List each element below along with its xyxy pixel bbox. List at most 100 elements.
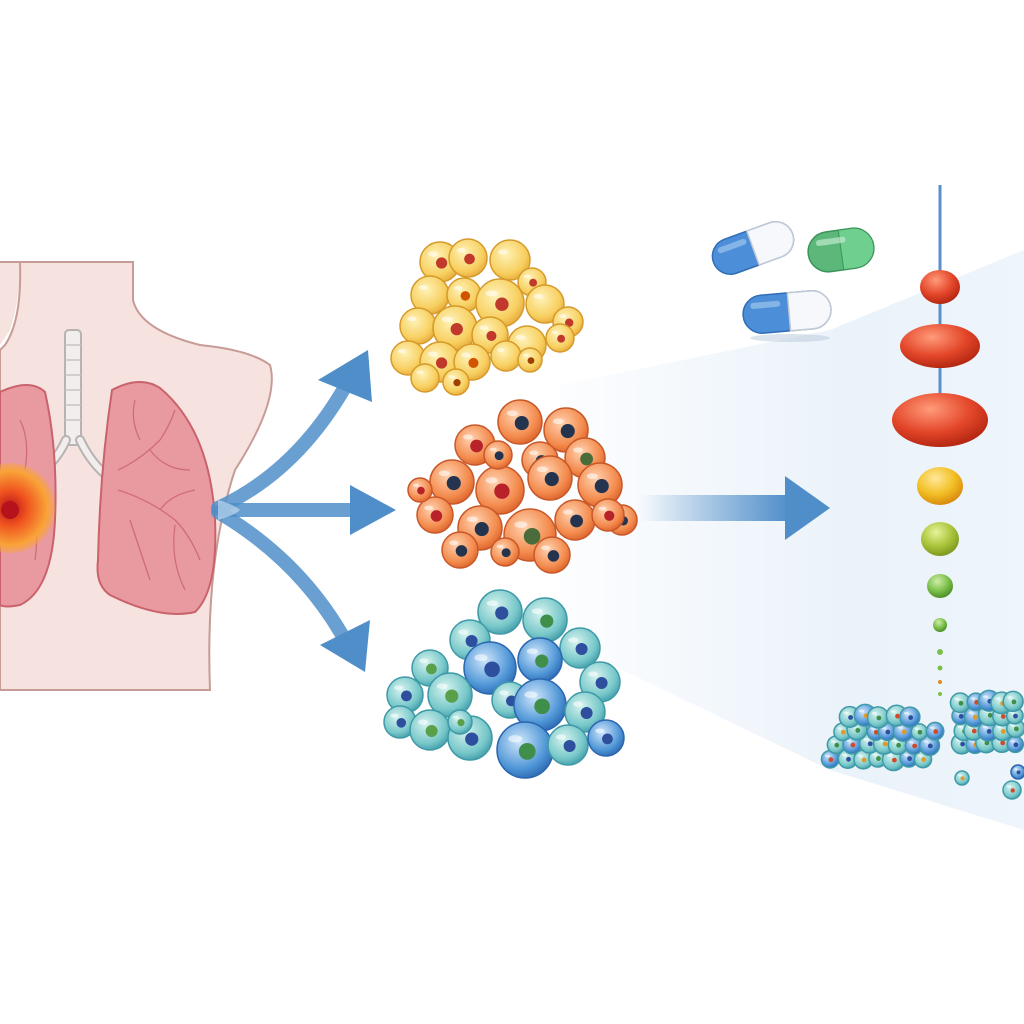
cell-nucleus (921, 757, 927, 762)
cell-highlight (529, 450, 539, 456)
cell-highlight (486, 600, 498, 607)
cell-highlight (903, 711, 909, 715)
cell-highlight (449, 540, 459, 546)
cell-highlight (843, 711, 849, 715)
cell-highlight (917, 754, 923, 757)
main-arrow (640, 476, 830, 540)
cell-highlight (863, 738, 869, 741)
cell-highlight (588, 671, 598, 677)
cell-highlight (598, 506, 607, 511)
cell-highlight (929, 726, 935, 729)
cell-nucleus (867, 741, 873, 747)
cell-highlight (397, 348, 407, 354)
cell-highlight (958, 725, 963, 729)
cell-highlight (552, 418, 564, 425)
cell-nucleus (828, 757, 834, 763)
cell-highlight (914, 727, 919, 730)
cell-nucleus (396, 718, 407, 728)
cell-highlight (508, 735, 523, 743)
cell-highlight (428, 251, 438, 257)
cell-highlight (559, 314, 567, 318)
cell-nucleus (464, 253, 475, 265)
cell-nucleus (514, 416, 529, 431)
cell-nucleus (901, 729, 907, 735)
cell-nucleus (544, 472, 559, 487)
cell-highlight (533, 293, 544, 299)
cell-highlight (586, 473, 598, 480)
small-cluster-right (949, 689, 1024, 755)
cell-highlight (506, 410, 518, 417)
cell-highlight (463, 434, 473, 440)
cell-nucleus (523, 527, 541, 545)
marker-green-small (933, 618, 947, 632)
cell-nucleus (986, 729, 992, 734)
cell-nucleus (850, 742, 856, 748)
cell-highlight (890, 710, 896, 713)
marker-dot (938, 680, 942, 684)
cell-nucleus (960, 741, 965, 747)
cell-highlight (438, 470, 450, 477)
marker-yellow (917, 467, 963, 505)
cell-nucleus (465, 732, 479, 746)
cell-nucleus (565, 318, 574, 327)
cell-highlight (982, 695, 988, 698)
cell-nucleus (604, 510, 615, 521)
cell-nucleus (535, 654, 549, 668)
cell-nucleus (455, 545, 468, 557)
cell-highlight (485, 290, 498, 297)
cell-nucleus (895, 713, 900, 719)
cell-highlight (871, 711, 877, 715)
cell-nucleus (960, 776, 965, 781)
cell-highlight (923, 740, 929, 743)
cell-nucleus (958, 700, 964, 706)
arrow-to-lower (211, 505, 352, 647)
cell-nucleus (560, 424, 575, 439)
arrow-head-lower (320, 620, 370, 672)
cell-nucleus (580, 707, 593, 719)
cell-nucleus (840, 729, 846, 735)
cell-nucleus (846, 756, 851, 762)
cell-highlight (474, 654, 488, 661)
cell-highlight (428, 351, 438, 357)
cell-nucleus (426, 663, 437, 675)
cell-nucleus (1014, 726, 1019, 732)
torso-outline (0, 262, 20, 345)
cell-highlight (541, 545, 551, 551)
cell-highlight (892, 739, 897, 743)
cell-highlight (412, 483, 419, 487)
cell-nucleus (417, 486, 425, 495)
cell (399, 307, 437, 345)
small-cluster-bits (954, 764, 1024, 800)
cell-highlight (982, 725, 988, 729)
tumor-core (1, 501, 19, 519)
cell-nucleus (917, 729, 923, 735)
marker-dot (938, 692, 942, 696)
cell-nucleus (570, 514, 583, 528)
cell-highlight (556, 734, 566, 740)
cell-highlight (458, 629, 468, 635)
cell-nucleus (972, 714, 978, 720)
cell-highlight (441, 316, 453, 323)
cell-nucleus (436, 357, 448, 369)
cell-nucleus (540, 614, 554, 628)
small-cluster-left (820, 703, 945, 772)
cell-nucleus (974, 699, 980, 705)
cell-highlight (498, 249, 508, 255)
green-capsule (807, 227, 875, 273)
cell-nucleus (445, 689, 459, 703)
pills (711, 221, 875, 342)
cell-nucleus (518, 743, 536, 760)
cell-nucleus (1013, 713, 1018, 719)
cell-nucleus (474, 522, 489, 537)
cell-highlight (536, 466, 548, 473)
cell-highlight (479, 325, 489, 331)
cell-highlight (908, 740, 914, 744)
cell-nucleus (563, 740, 576, 752)
tumor (0, 463, 55, 553)
cell-nucleus (848, 715, 853, 720)
cell-nucleus (958, 713, 964, 719)
cell-nucleus (468, 357, 479, 368)
cell-highlight (837, 727, 842, 730)
cell-nucleus (494, 451, 504, 461)
